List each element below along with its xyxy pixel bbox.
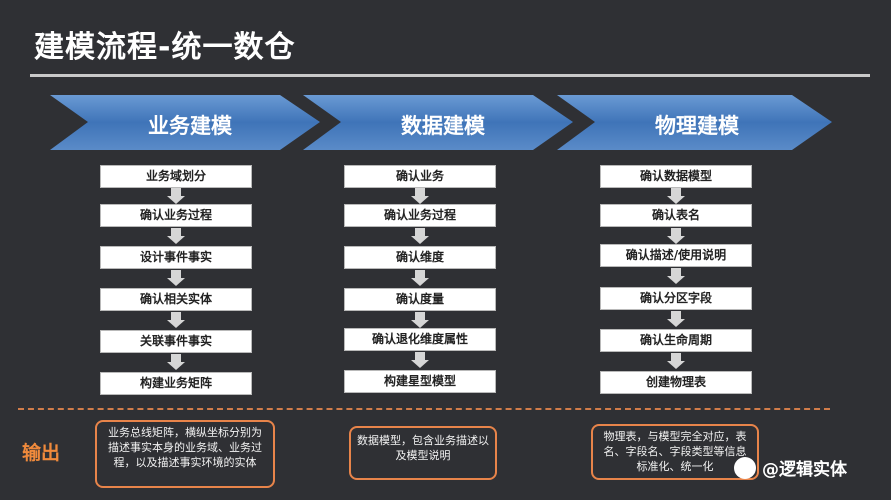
step-box: 构建业务矩阵 xyxy=(100,372,252,395)
output-note-data: 数据模型，包含业务描述以及模型说明 xyxy=(349,426,497,480)
step-box: 确认业务过程 xyxy=(100,204,252,227)
watermark-text: @逻辑实体 xyxy=(762,460,847,480)
step-box: 确认相关实体 xyxy=(100,288,252,311)
step-box: 确认度量 xyxy=(344,288,496,311)
step-box: 确认业务 xyxy=(344,165,496,188)
step-box: 确认退化维度属性 xyxy=(344,328,496,351)
step-box: 创建物理表 xyxy=(600,371,752,394)
step-box: 确认生命周期 xyxy=(600,329,752,352)
step-box: 业务域划分 xyxy=(100,165,252,188)
output-note-business: 业务总线矩阵，横纵坐标分别为描述事实本身的业务域、业务过程，以及描述事实环境的实… xyxy=(95,420,275,488)
header-physical-modeling: 物理建模 xyxy=(655,114,739,138)
header-data-modeling: 数据建模 xyxy=(401,114,485,138)
step-box: 确认描述/使用说明 xyxy=(600,244,752,267)
page-title: 建模流程-统一数仓 xyxy=(34,30,296,65)
step-box: 设计事件事实 xyxy=(100,246,252,269)
output-note-physical: 物理表，与模型完全对应，表名、字段名、字段类型等信息标准化、统一化 xyxy=(591,424,759,480)
step-box: 确认表名 xyxy=(600,204,752,227)
title-divider xyxy=(30,74,870,77)
step-box: 确认业务过程 xyxy=(344,204,496,227)
step-box: 确认数据模型 xyxy=(600,165,752,188)
step-box: 构建星型模型 xyxy=(344,370,496,393)
output-divider xyxy=(18,408,830,410)
header-business-modeling: 业务建模 xyxy=(148,114,232,138)
step-box: 关联事件事实 xyxy=(100,330,252,353)
step-box: 确认维度 xyxy=(344,246,496,269)
step-box: 确认分区字段 xyxy=(600,287,752,310)
watermark-logo-icon xyxy=(734,456,756,479)
watermark: @逻辑实体 xyxy=(734,455,847,480)
output-label: 输出 xyxy=(22,442,61,464)
